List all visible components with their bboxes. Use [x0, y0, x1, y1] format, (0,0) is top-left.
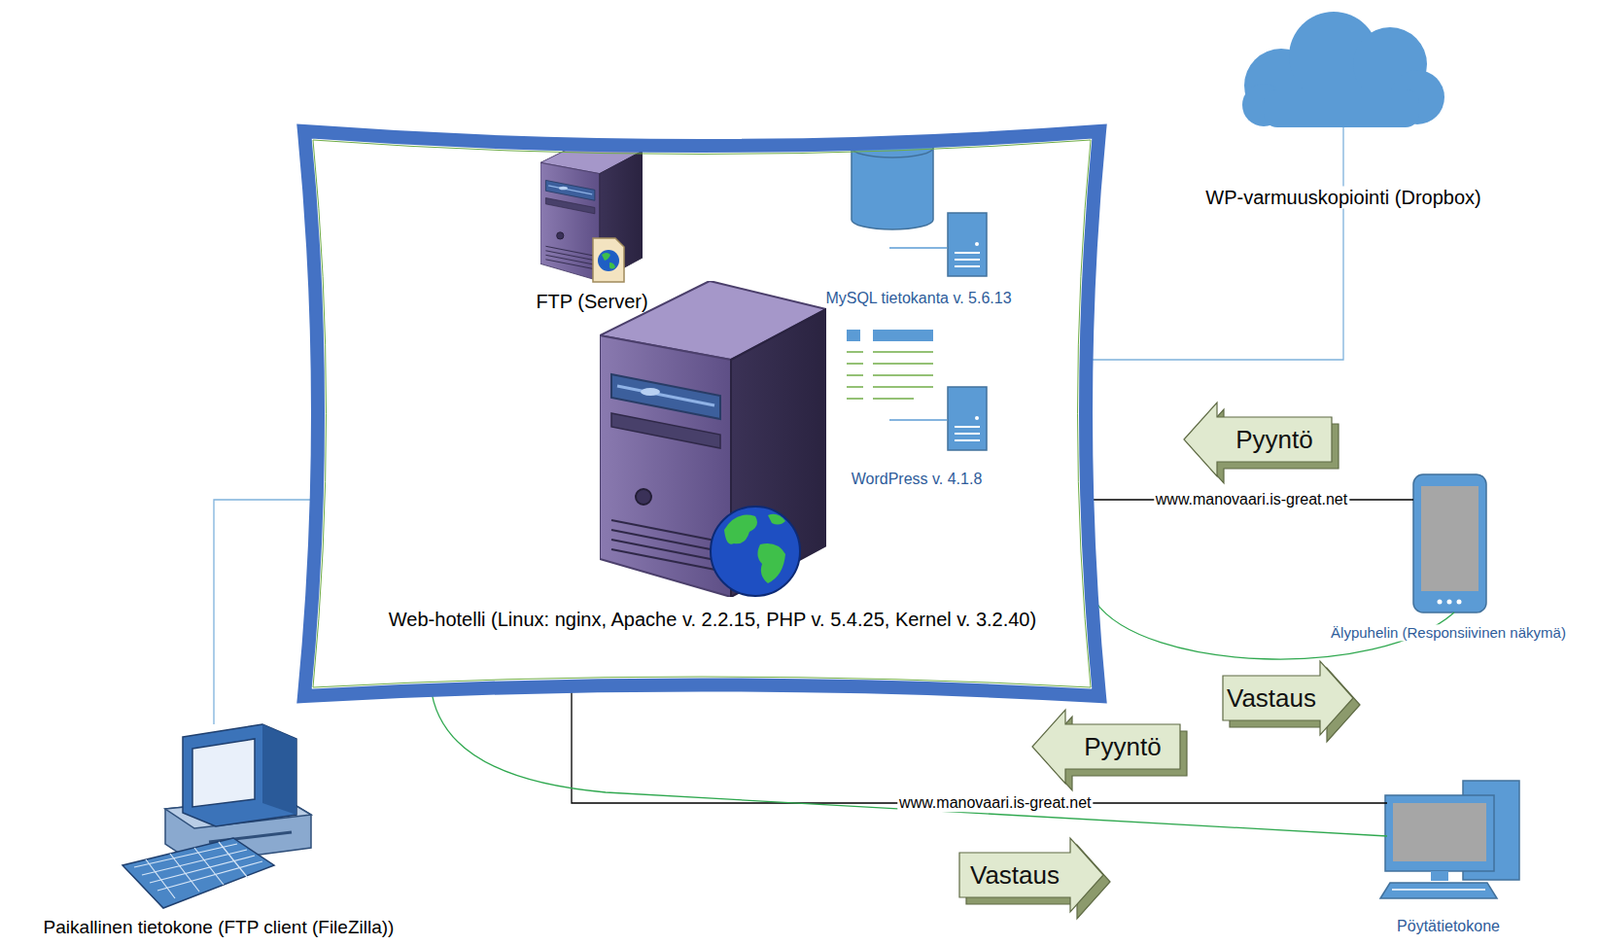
globe-icon [710, 506, 800, 596]
cloud-backup-node: WP-varmuuskopiointi (Dropbox) [1195, 9, 1497, 219]
connector-line [1087, 127, 1344, 360]
smartphone-icon [1413, 474, 1487, 613]
url-label: www.manovaari.is-great.net [1153, 490, 1350, 509]
wordpress-icon [846, 329, 987, 451]
ftp-server-node: FTP (Server) [524, 136, 661, 316]
node-label: Pöytätietokone [1396, 917, 1500, 936]
desktop-node: Pöytätietokone [1360, 777, 1536, 943]
url-label: www.manovaari.is-great.net [897, 794, 1093, 812]
web-server-icon [599, 280, 827, 597]
block-arrows [959, 402, 1360, 919]
database-node: MySQL tietokanta v. 5.6.13 [806, 134, 1036, 314]
arrow-label: Pyyntö [1083, 732, 1162, 762]
wordpress-node: WordPress v. 4.1.8 [816, 325, 1021, 493]
arrow-label: Pyyntö [1235, 425, 1314, 454]
ftp-document-icon [592, 238, 625, 282]
node-label: MySQL tietokanta v. 5.6.13 [825, 289, 1011, 308]
local-computer-icon [122, 724, 312, 908]
node-label: FTP (Server) [535, 290, 648, 314]
cloud-icon [1242, 11, 1445, 128]
node-label: Web-hotelli (Linux: nginx, Apache v. 2.2… [388, 608, 1037, 631]
arrow-label: Vastaus [970, 861, 1060, 890]
arrow-label: Vastaus [1226, 684, 1317, 713]
node-label: WP-varmuuskopiointi (Dropbox) [1202, 186, 1484, 209]
node-label: Paikallinen tietokone (FTP client (FileZ… [43, 916, 395, 939]
database-icon [851, 138, 987, 277]
local-computer-node: Paikallinen tietokone (FTP client (FileZ… [4, 719, 433, 941]
node-label: WordPress v. 4.1.8 [851, 470, 983, 488]
desktop-icon [1380, 780, 1520, 899]
ftp-server-icon [540, 138, 643, 281]
connector-line [213, 499, 313, 725]
node-label: Älypuhelin (Responsiivinen näkymä) [1327, 624, 1569, 641]
web-hotel-frame: Web-hotelli (Linux: nginx, Apache v. 2.2… [296, 123, 1108, 704]
